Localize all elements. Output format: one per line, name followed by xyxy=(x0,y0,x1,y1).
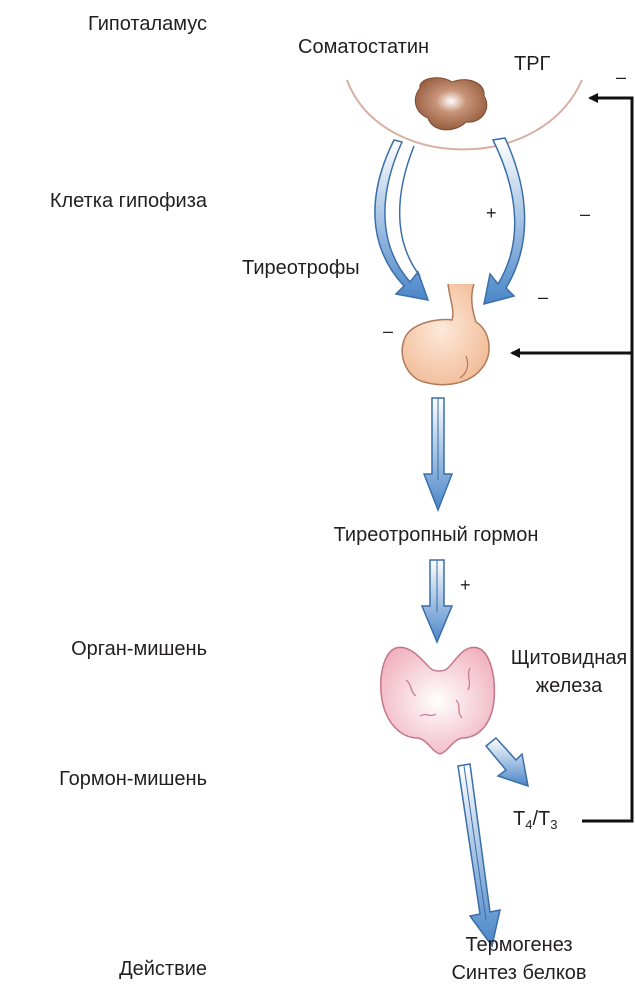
arrow-somatostatin-to-pituitary-2 xyxy=(400,146,420,276)
arrow-thyroid-to-effect xyxy=(458,764,500,946)
arrow-thyroid-to-t4t3 xyxy=(486,738,528,786)
arrow-somatostatin-to-pituitary xyxy=(375,140,428,300)
label-thyroid-line2: железа xyxy=(536,676,602,696)
label-effect-line2: Синтез белков xyxy=(451,963,586,983)
sign-minus-somatostatin: – xyxy=(538,288,548,306)
label-tsh: Тиреотропный гормон xyxy=(334,525,539,545)
sign-plus-tsh: + xyxy=(460,576,471,594)
thyroid-gland xyxy=(381,647,495,754)
label-trh: ТРГ xyxy=(514,54,550,74)
label-somatostatin: Соматостатин xyxy=(298,37,429,57)
label-effect-line1: Термогенез xyxy=(465,935,572,955)
level-target-hormone: Гормон-мишень xyxy=(59,769,207,789)
label-thyroid-line1: Щитовидная xyxy=(511,648,627,668)
pituitary-gland xyxy=(402,284,489,385)
hypothalamus-neuron xyxy=(415,78,486,130)
level-action: Действие xyxy=(119,959,207,979)
label-thyrotrophs: Тиреотрофы xyxy=(242,258,360,278)
sign-plus-trh: + xyxy=(486,204,497,222)
level-pituitary-cell: Клетка гипофиза xyxy=(50,191,207,211)
sign-minus-feedback-right: – xyxy=(580,205,590,223)
sign-minus-pituitary: – xyxy=(383,322,393,340)
level-hypothalamus: Гипоталамус xyxy=(88,14,207,34)
level-target-organ: Орган-мишень xyxy=(71,639,207,659)
label-t4-t3: T4/T3 xyxy=(513,809,557,831)
sign-minus-feedback-top: – xyxy=(616,68,626,86)
